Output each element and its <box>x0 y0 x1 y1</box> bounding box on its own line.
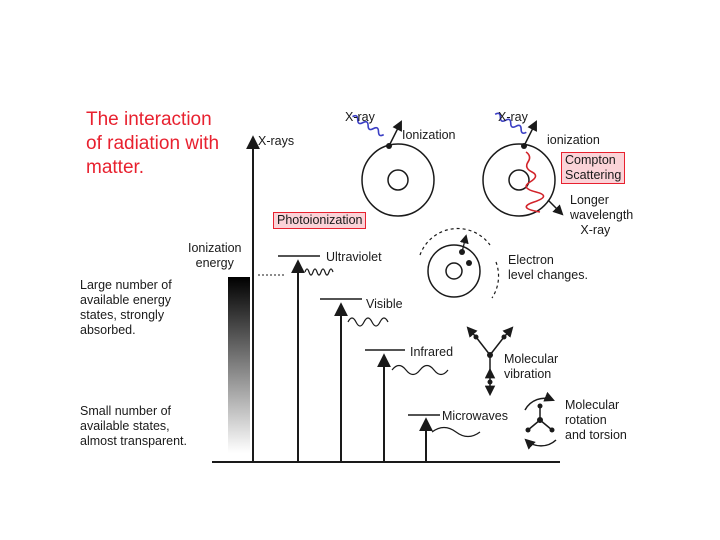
xrays-label: X-rays <box>258 134 295 148</box>
atom-3-outer <box>427 244 481 298</box>
molecular-vibration-label: Molecular vibration <box>504 352 559 381</box>
atom-1-outer <box>361 143 435 217</box>
infrared-label: Infrared <box>410 345 454 359</box>
photoionization-box: Photoionization <box>273 212 367 229</box>
atom-2-outer <box>482 143 556 217</box>
xray-label-2: X-ray <box>498 110 528 124</box>
atom-2-inner <box>508 169 530 191</box>
visible-label: Visible <box>366 297 403 311</box>
compton-scattering-box: Compton Scattering <box>561 152 626 184</box>
atom-3-dashed-orbit <box>419 227 500 299</box>
strongly-absorbed-note: Large number of available energy states,… <box>80 278 172 337</box>
atom-1-inner <box>387 169 409 191</box>
molecular-rotation-label: Molecular rotation and torsion <box>565 398 627 442</box>
infrared-wave <box>391 364 449 376</box>
ejected-electron-1 <box>388 120 402 147</box>
microwave-wave <box>431 426 481 438</box>
xray-label-1: X-ray <box>345 110 375 124</box>
electron-level-label: Electron level changes. <box>508 253 588 282</box>
ejected-electron-2 <box>523 120 537 147</box>
transparent-note: Small number of available states, almost… <box>80 404 187 448</box>
visible-wave <box>347 317 389 327</box>
electron-transition <box>459 234 469 253</box>
xray-wave-1 <box>352 114 385 137</box>
ionization-energy-label: Ionization energy <box>188 241 242 270</box>
ionization-label-2: ionization <box>547 133 600 147</box>
ultraviolet-wave <box>304 268 334 276</box>
electron-3b <box>466 260 472 266</box>
absorption-gradient-bar <box>228 277 250 453</box>
atom-3-inner <box>445 262 463 280</box>
xray-wave-2 <box>494 112 527 134</box>
scattered-wave <box>525 151 545 213</box>
ionization-label-1: Ionization <box>402 128 456 142</box>
microwaves-label: Microwaves <box>442 409 508 423</box>
diagram-title: The interaction of radiation with matter… <box>86 109 220 178</box>
ultraviolet-label: Ultraviolet <box>326 250 382 264</box>
scattered-arrow <box>547 199 564 216</box>
longer-wavelength-label: Longer wavelength X-ray <box>570 193 634 237</box>
